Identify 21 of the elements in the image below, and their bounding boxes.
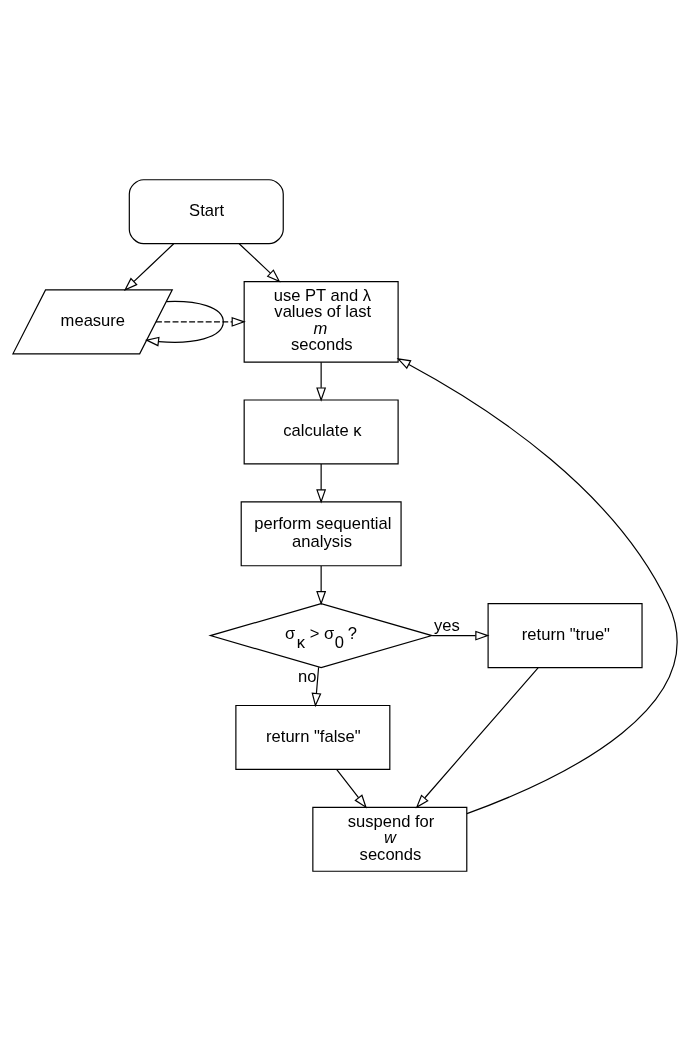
node-box: calculate κ (243, 398, 399, 464)
node-box: suspend for w seconds (312, 806, 468, 872)
edge-label: no (298, 666, 317, 686)
arrow (123, 242, 175, 291)
arrow (431, 630, 490, 641)
node-box: Start (128, 178, 284, 244)
arrow (316, 564, 327, 605)
arrow (336, 768, 367, 809)
arrow (155, 316, 246, 327)
edge-label: yes (433, 615, 460, 635)
arrow (144, 300, 224, 347)
arrow (316, 361, 327, 402)
arrow (238, 242, 281, 283)
node-box: return "false" (235, 704, 391, 770)
node-box: use PT and λ values of last m seconds (243, 280, 399, 363)
arrow (311, 666, 322, 707)
arrow (415, 666, 539, 808)
arrow (396, 357, 678, 814)
node-box: return "true" (487, 602, 643, 668)
arrow (316, 463, 327, 503)
node-box: perform sequential analysis (240, 500, 402, 566)
